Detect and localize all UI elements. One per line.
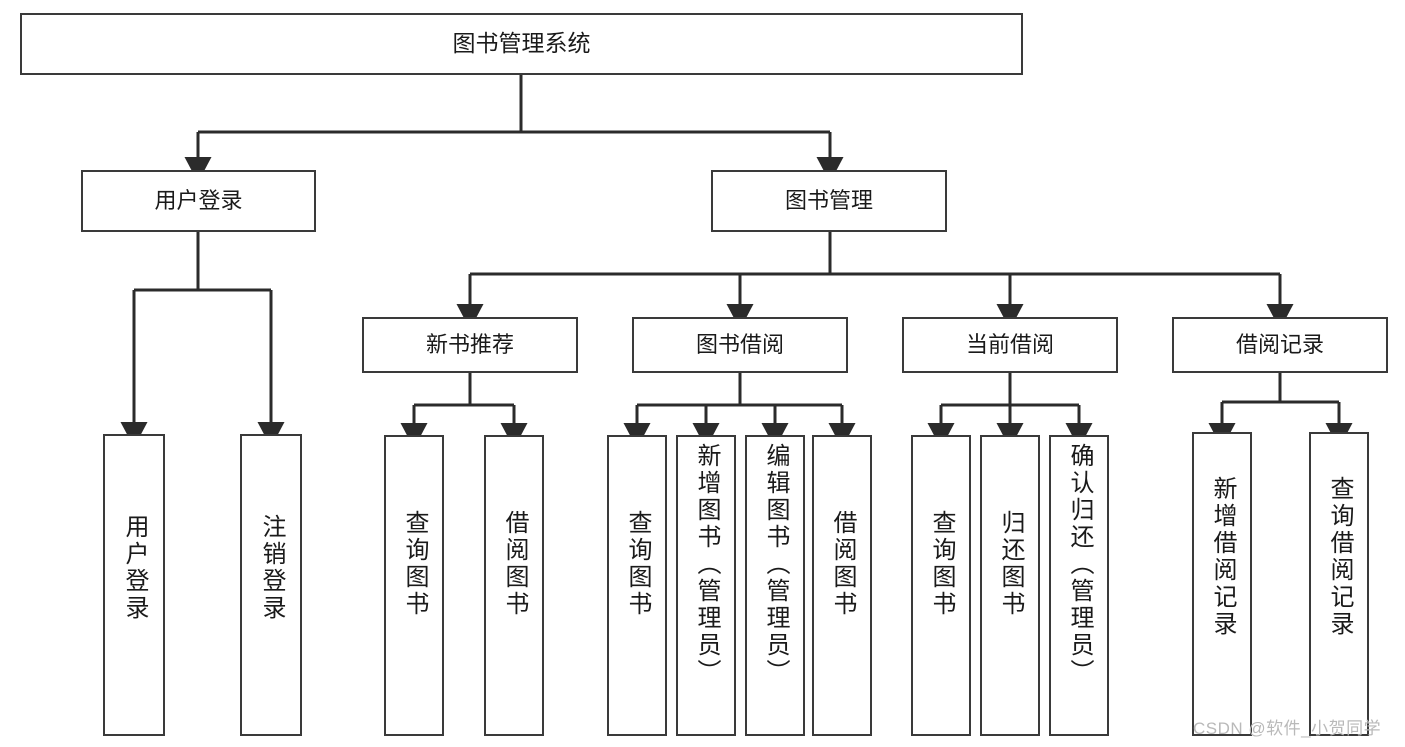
leaf-borrow-add-book-admin[interactable]: 新增图书（管理员） xyxy=(676,435,736,736)
leaf-user-login-signout[interactable]: 注销登录 xyxy=(240,434,302,736)
node-user-login[interactable]: 用户登录 xyxy=(81,170,316,232)
node-label: 新增图书（管理员） xyxy=(693,443,720,686)
node-label: 查询图书 xyxy=(928,510,955,618)
node-label: 查询图书 xyxy=(401,510,428,618)
leaf-recommend-borrow-book[interactable]: 借阅图书 xyxy=(484,435,544,736)
node-label: 注销登录 xyxy=(258,514,285,622)
leaf-borrow-query-book[interactable]: 查询图书 xyxy=(607,435,667,736)
leaf-user-login-signin[interactable]: 用户登录 xyxy=(103,434,165,736)
node-label: 编辑图书（管理员） xyxy=(762,443,789,686)
node-label: 新增借阅记录 xyxy=(1209,476,1236,638)
node-book-borrow[interactable]: 图书借阅 xyxy=(632,317,848,373)
node-label: 图书管理系统 xyxy=(452,30,591,57)
node-label: 当前借阅 xyxy=(965,331,1054,357)
node-label: 用户登录 xyxy=(154,187,243,213)
node-book-management[interactable]: 图书管理 xyxy=(711,170,947,232)
leaf-record-query-borrow-record[interactable]: 查询借阅记录 xyxy=(1309,432,1369,736)
node-label: 查询借阅记录 xyxy=(1326,476,1353,638)
node-label: 新书推荐 xyxy=(425,331,514,357)
node-label: 借阅图书 xyxy=(829,510,856,618)
leaf-record-add-borrow-record[interactable]: 新增借阅记录 xyxy=(1192,432,1252,736)
leaf-current-confirm-return-admin[interactable]: 确认归还（管理员） xyxy=(1049,435,1109,736)
node-label: 图书借阅 xyxy=(695,331,784,357)
leaf-borrow-edit-book-admin[interactable]: 编辑图书（管理员） xyxy=(745,435,805,736)
node-label: 用户登录 xyxy=(121,514,148,622)
node-borrow-record[interactable]: 借阅记录 xyxy=(1172,317,1388,373)
node-new-book-recommend[interactable]: 新书推荐 xyxy=(362,317,578,373)
node-current-borrow[interactable]: 当前借阅 xyxy=(902,317,1118,373)
node-label: 查询图书 xyxy=(624,510,651,618)
node-label: 借阅记录 xyxy=(1235,331,1324,357)
leaf-borrow-borrow-book[interactable]: 借阅图书 xyxy=(812,435,872,736)
leaf-current-query-book[interactable]: 查询图书 xyxy=(911,435,971,736)
leaf-current-return-book[interactable]: 归还图书 xyxy=(980,435,1040,736)
node-label: 借阅图书 xyxy=(501,510,528,618)
node-root-system[interactable]: 图书管理系统 xyxy=(20,13,1023,75)
leaf-recommend-query-book[interactable]: 查询图书 xyxy=(384,435,444,736)
node-label: 确认归还（管理员） xyxy=(1066,443,1093,686)
node-label: 归还图书 xyxy=(997,510,1024,618)
node-label: 图书管理 xyxy=(784,187,873,213)
